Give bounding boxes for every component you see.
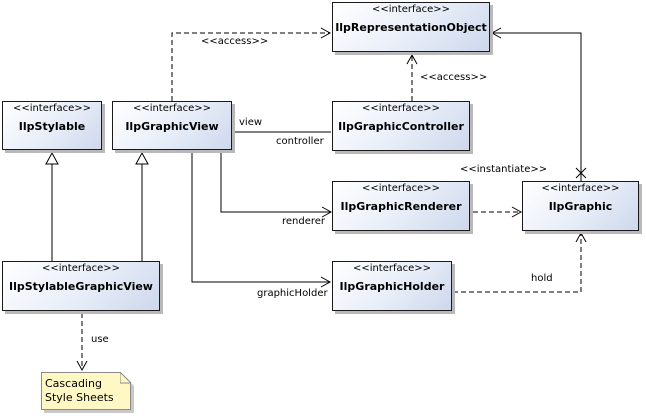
access-connector-top <box>171 27 332 101</box>
class-name: IlpGraphic <box>548 200 613 213</box>
class-ilp-stylable[interactable]: <<interface>> IlpStylable <box>2 101 102 150</box>
class-ilp-graphic-renderer[interactable]: <<interface>> IlpGraphicRenderer <box>332 181 470 231</box>
renderer-association <box>220 151 333 218</box>
association-cross-mark <box>575 167 587 179</box>
class-ilp-graphic[interactable]: <<interface>> IlpGraphic <box>522 181 639 231</box>
stereotype-label: <<interface>> <box>371 4 451 15</box>
class-name: IlpGraphicRenderer <box>340 200 462 213</box>
stereotype-label: <<interface>> <box>12 103 92 114</box>
instantiate-label: <<instantiate>> <box>460 164 548 175</box>
class-name: IlpStylableGraphicView <box>9 280 153 293</box>
class-name: IlpRepresentationObject <box>335 21 487 34</box>
note-line-2: Style Sheets <box>45 391 114 404</box>
controller-role-label: controller <box>276 136 324 147</box>
class-name: IlpGraphicController <box>338 120 464 133</box>
note-fold-corner <box>120 372 132 384</box>
access-label-right: <<access>> <box>420 72 488 83</box>
class-ilp-graphic-controller[interactable]: <<interface>> IlpGraphicController <box>332 101 470 151</box>
note-line-1: Cascading <box>45 377 102 390</box>
note-cascading-style-sheets[interactable]: Cascading Style Sheets <box>41 372 131 410</box>
class-ilp-stylable-graphic-view[interactable]: <<interface>> IlpStylableGraphicView <box>2 261 160 311</box>
class-ilp-graphic-view[interactable]: <<interface>> IlpGraphicView <box>112 101 232 150</box>
graphic-holder-role-label: graphicHolder <box>257 288 328 299</box>
use-label: use <box>91 334 109 345</box>
view-role-label: view <box>239 117 263 128</box>
class-name: IlpGraphicView <box>125 120 219 133</box>
stereotype-label: <<interface>> <box>541 183 620 194</box>
class-name: IlpStylable <box>18 120 86 133</box>
graphic-holder-association <box>191 151 332 288</box>
class-name: IlpGraphicHolder <box>339 280 445 293</box>
stereotype-label: <<interface>> <box>132 103 212 114</box>
stereotype-label: <<interface>> <box>41 263 121 274</box>
hold-dependency <box>453 231 587 293</box>
class-ilp-representation-object[interactable]: <<interface>> IlpRepresentationObject <box>332 2 490 52</box>
hold-label: hold <box>531 273 553 284</box>
access-label-top: <<access>> <box>201 36 269 47</box>
stereotype-label: <<interface>> <box>361 103 441 114</box>
renderer-role-label: renderer <box>282 216 326 227</box>
graphic-representation-association <box>490 27 582 181</box>
stereotype-label: <<interface>> <box>361 183 441 194</box>
stereotype-label: <<interface>> <box>352 263 432 274</box>
class-ilp-graphic-holder[interactable]: <<interface>> IlpGraphicHolder <box>332 261 452 311</box>
